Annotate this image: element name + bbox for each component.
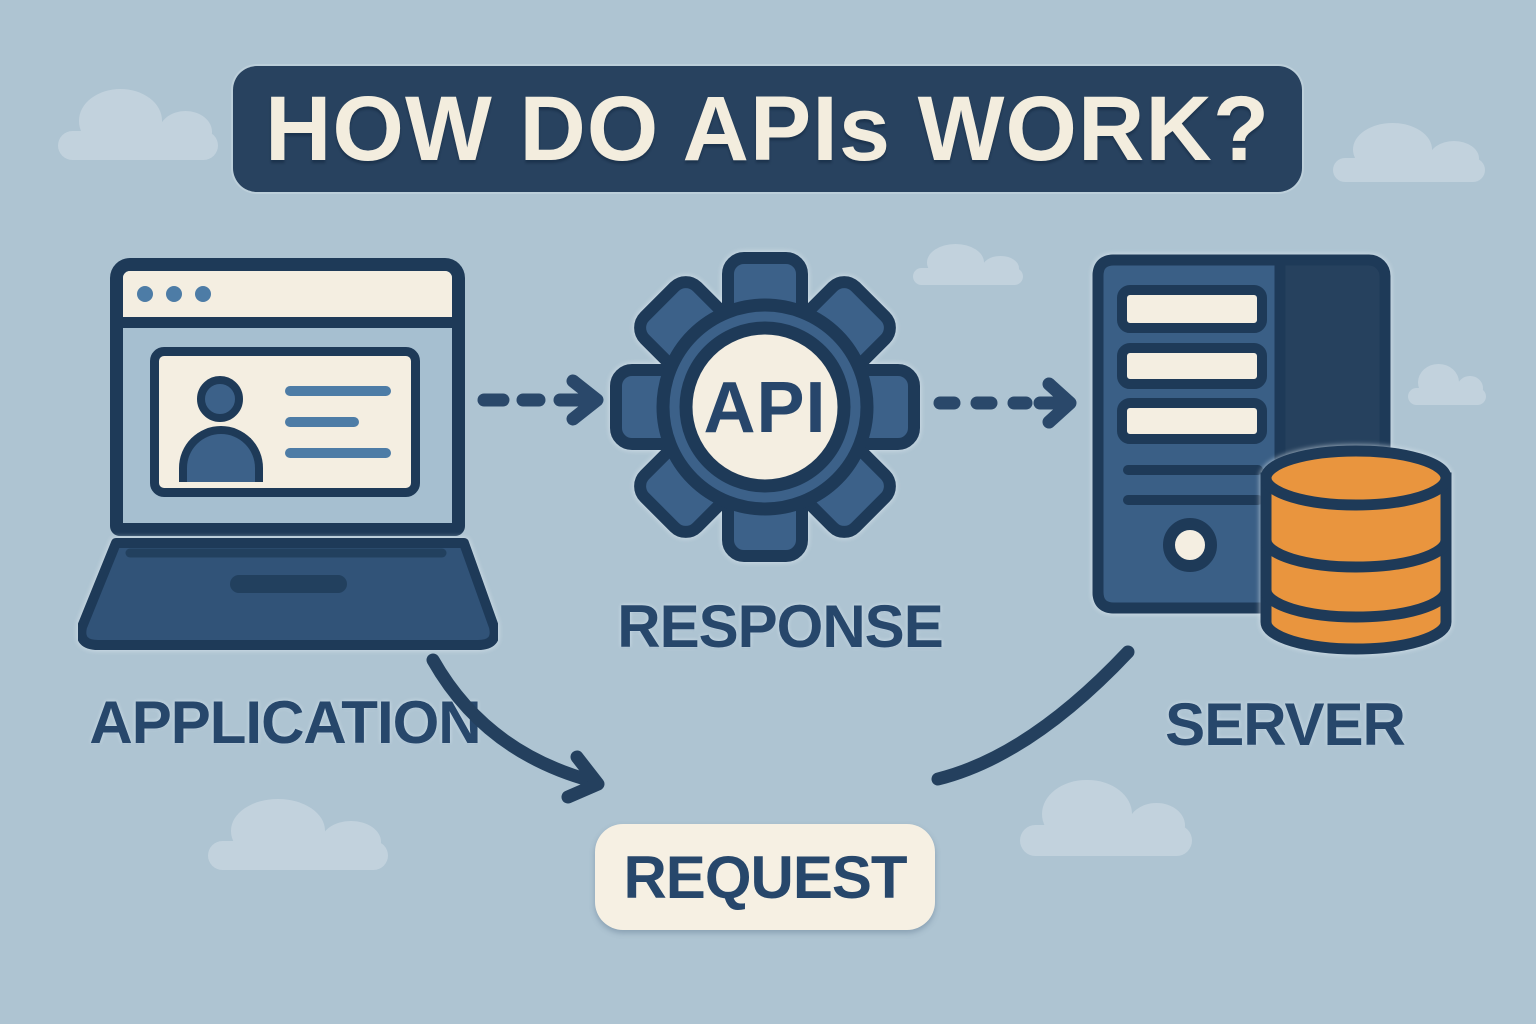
window-dot-icon <box>166 286 182 302</box>
dashed-arrow-app-to-api <box>477 374 604 426</box>
avatar-icon <box>197 376 243 422</box>
request-label: REQUEST <box>623 843 907 911</box>
laptop-icon <box>110 258 465 536</box>
window-dot-icon <box>195 286 211 302</box>
user-card <box>150 347 420 497</box>
browser-bar <box>123 271 452 328</box>
dashed-arrow-api-to-server <box>933 377 1077 429</box>
api-badge-label: API <box>703 368 827 448</box>
request-badge: REQUEST <box>595 824 935 930</box>
page-title: HOW DO APIs WORK? <box>264 77 1271 180</box>
cloud-icon <box>208 798 388 870</box>
application-label: APPLICATION <box>89 689 481 756</box>
window-dot-icon <box>137 286 153 302</box>
cloud-icon <box>913 243 1023 285</box>
text-line <box>285 386 391 396</box>
cloud-icon <box>1020 778 1192 856</box>
avatar-icon <box>179 426 263 482</box>
laptop-base <box>78 538 498 650</box>
text-line <box>285 448 391 458</box>
title-banner: HOW DO APIs WORK? <box>233 66 1302 192</box>
gear-icon <box>610 252 920 562</box>
text-line <box>285 417 359 427</box>
cloud-icon <box>1333 122 1485 182</box>
cloud-icon <box>58 88 218 160</box>
database-icon <box>1260 445 1452 655</box>
server-label: SERVER <box>1165 691 1406 758</box>
cloud-icon <box>1408 363 1486 405</box>
response-label: RESPONSE <box>617 593 943 660</box>
curved-line-server-to-request <box>931 645 1135 786</box>
